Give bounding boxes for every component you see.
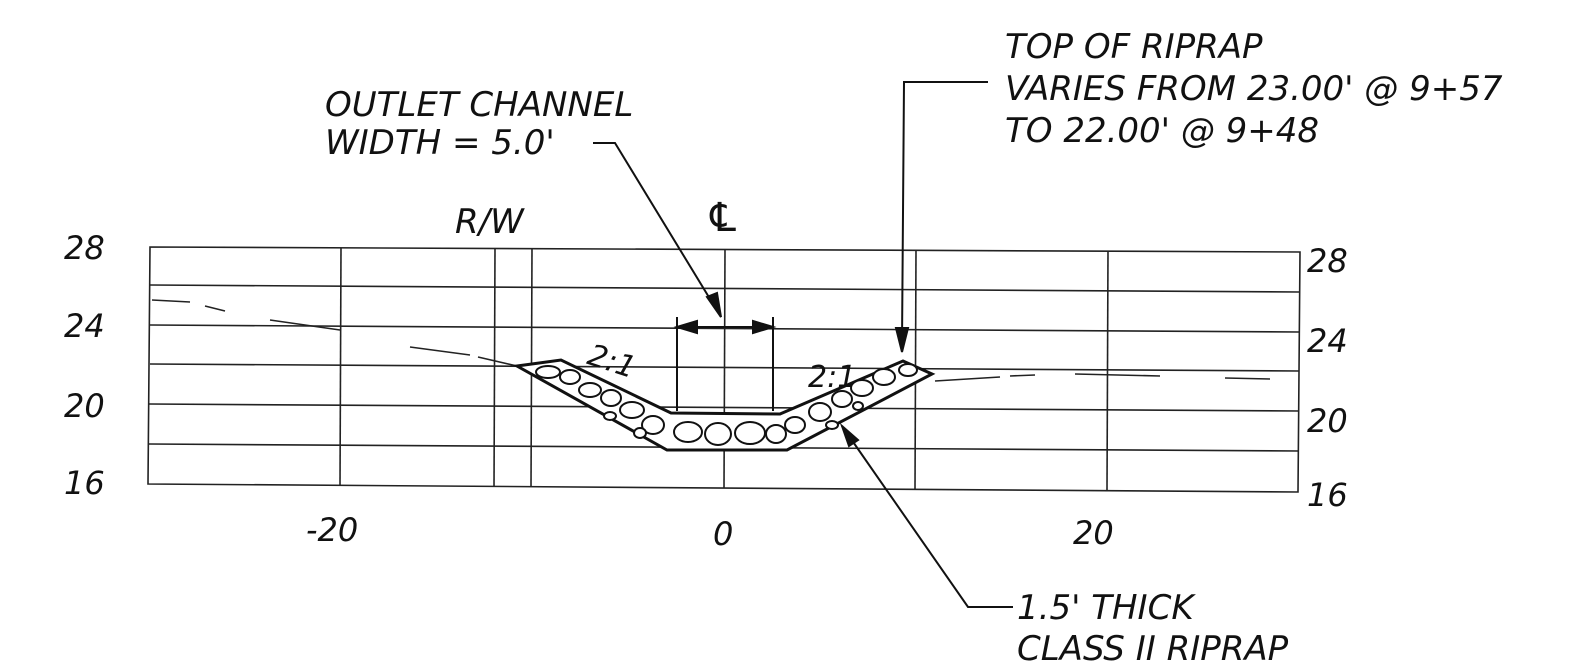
grid-vline-20 <box>1106 250 1109 491</box>
y-right-tick-20: 20 <box>1307 402 1348 440</box>
x-tick-0: 0 <box>713 515 733 553</box>
y-left-tick-16: 16 <box>64 464 105 502</box>
grid <box>147 246 1301 493</box>
grid-vline-m20 <box>339 247 342 487</box>
riprap-line-2: CLASS II RIPRAP <box>1017 629 1289 669</box>
top-riprap-leader <box>901 81 988 344</box>
existing-ground-line <box>151 299 1271 382</box>
grid-vline-rw <box>493 248 496 488</box>
top-riprap-line-2: VARIES FROM 23.00' @ 9+57 <box>1005 69 1503 109</box>
riprap-line-1: 1.5' THICK <box>1017 588 1196 628</box>
grid-vline-0 <box>723 249 726 489</box>
slope-label-right: 2:1 <box>808 360 856 395</box>
y-left-tick-24: 24 <box>64 307 105 345</box>
x-tick-m20: -20 <box>306 511 358 549</box>
leaders <box>593 81 1013 608</box>
top-riprap-line-3: TO 22.00' @ 9+48 <box>1005 111 1319 151</box>
outlet-channel-line-1: OUTLET CHANNEL <box>325 85 633 125</box>
y-right-tick-28: 28 <box>1307 242 1348 280</box>
x-tick-20: 20 <box>1073 514 1114 552</box>
riprap-leader <box>841 425 1013 608</box>
centerline-symbol: ℄ <box>705 195 741 241</box>
outlet-channel-line-2: WIDTH = 5.0' <box>325 123 555 163</box>
y-left-tick-20: 20 <box>64 387 105 425</box>
riprap-stones <box>535 363 918 446</box>
channel-width-dimension <box>673 317 777 411</box>
top-riprap-line-1: TOP OF RIPRAP <box>1005 27 1263 67</box>
y-right-tick-24: 24 <box>1307 322 1348 360</box>
riprap-channel <box>512 358 936 452</box>
centerline-label: ℄ <box>705 195 741 241</box>
y-left-tick-28: 28 <box>64 229 105 267</box>
y-right-tick-16: 16 <box>1307 476 1348 514</box>
outlet-channel-leader <box>593 142 722 318</box>
right-of-way-label: R/W <box>455 202 525 242</box>
